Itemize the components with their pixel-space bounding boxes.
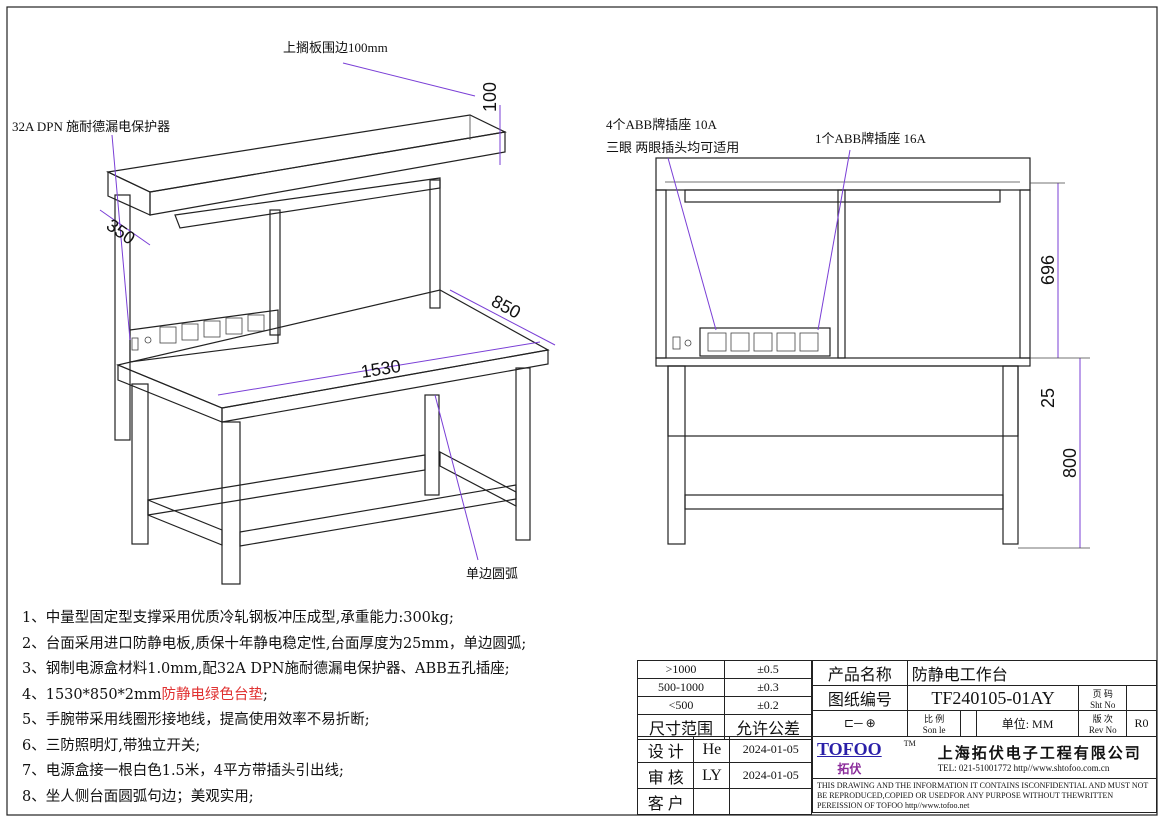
note-suffix: ; bbox=[263, 686, 268, 703]
product-label: 产品名称 bbox=[812, 660, 908, 686]
drawing-no: TF240105-01AY bbox=[906, 685, 1080, 711]
scale-label-en: Son le bbox=[922, 725, 946, 735]
projection-symbol-icon: ⊏─ ⊕ bbox=[812, 710, 908, 737]
upright-right bbox=[429, 179, 441, 309]
name: LY bbox=[693, 762, 731, 789]
dim-rail-height: 100 bbox=[480, 82, 500, 112]
date: 2024-01-05 bbox=[729, 736, 812, 763]
unit: 单位: MM bbox=[975, 710, 1080, 737]
label-breaker: 32A DPN 施耐德漏电保护器 bbox=[12, 119, 170, 134]
date: 2024-01-05 bbox=[729, 762, 812, 789]
dim-shelf-depth: 350 bbox=[103, 215, 139, 249]
logo-cn: 拓伏 bbox=[837, 761, 862, 776]
range: >1000 bbox=[637, 660, 725, 679]
tm-mark: TM bbox=[903, 738, 916, 748]
upright-left bbox=[114, 194, 131, 441]
dim-width: 1530 bbox=[359, 356, 402, 382]
header-range: 尺寸范围 bbox=[637, 714, 725, 740]
product-name: 防静电工作台 bbox=[906, 660, 1158, 686]
rev-label-en: Rev No bbox=[1088, 725, 1117, 735]
note: 3、钢制电源盒材料1.0mm,配32A DPN施耐德漏电保护器、ABB五孔插座; bbox=[22, 661, 510, 677]
label-top-rail: 上搁板围边100mm bbox=[283, 40, 388, 55]
label-outlets-4: 4个ABB牌插座 10A bbox=[606, 117, 717, 132]
tolerance-table: >1000±0.5 500-1000±0.3 <500±0.2 尺寸范围允许公差 bbox=[637, 660, 812, 740]
tolerance: ±0.3 bbox=[724, 678, 812, 697]
date bbox=[729, 788, 812, 815]
leg-back-right bbox=[424, 394, 440, 496]
isometric-view bbox=[99, 62, 556, 585]
sheet-label: 页 码 bbox=[1092, 688, 1113, 699]
label-edge-arc: 单边圆弧 bbox=[466, 566, 518, 581]
upright-mid bbox=[269, 209, 281, 336]
role: 审 核 bbox=[636, 762, 695, 789]
power-box-front bbox=[699, 327, 831, 357]
front-view bbox=[655, 149, 1090, 549]
logo-text: TOFOO bbox=[817, 738, 882, 759]
note: 7、电源盒接一根白色1.5米，4平方带插头引出线; bbox=[22, 763, 344, 779]
note-highlight: 防静电绿色台垫 bbox=[161, 686, 264, 703]
rev: R0 bbox=[1126, 710, 1157, 737]
name bbox=[693, 788, 731, 815]
label-outlet-1: 1个ABB牌插座 16A bbox=[815, 131, 926, 146]
dim-top-thickness: 25 bbox=[1038, 388, 1058, 408]
logo: TOFOO 拓伏 bbox=[817, 739, 882, 777]
note: 4、1530*850*2mm防静电绿色台垫; bbox=[22, 683, 526, 709]
scale-label: 比 例 bbox=[923, 714, 945, 724]
power-box bbox=[129, 309, 279, 363]
leg-front-right bbox=[515, 367, 531, 541]
company-contact: TEL: 021-51001772 http//www.shtofoo.com.… bbox=[937, 763, 1110, 773]
leg-back-left bbox=[131, 383, 149, 545]
role: 设 计 bbox=[636, 736, 695, 763]
company-name: 上海拓伏电子工程有限公司 bbox=[937, 746, 1142, 762]
shelf-side bbox=[107, 171, 151, 216]
note-prefix: 4、1530*850*2mm bbox=[22, 686, 162, 703]
shelf bbox=[655, 157, 1031, 191]
dim-upright-height: 696 bbox=[1038, 255, 1058, 285]
note: 2、台面采用进口防静电板,质保十年静电稳定性,台面厚度为25mm，单边圆弧; bbox=[22, 635, 527, 652]
note: 1、中量型固定型支撑采用优质冷轧钢板冲压成型,承重能力:300kg; bbox=[22, 610, 454, 626]
dim-table-height: 800 bbox=[1060, 448, 1080, 478]
sheet-border bbox=[6, 6, 1158, 816]
range: <500 bbox=[637, 696, 725, 715]
note: 5、手腕带采用线圈形接地线，提高使用效率不易折断; bbox=[22, 712, 370, 728]
notes-list: 1、中量型固定型支撑采用优质冷轧钢板冲压成型,承重能力:300kg; 2、台面采… bbox=[22, 606, 526, 810]
drawing-no-label: 图纸编号 bbox=[812, 685, 908, 711]
label-outlets-4-note: 三眼 两眼插头均可适用 bbox=[606, 140, 739, 155]
confidential-notice: THIS DRAWING AND THE INFORMATION IT CONT… bbox=[812, 778, 1157, 813]
shelf-front bbox=[149, 131, 506, 216]
tolerance: ±0.2 bbox=[724, 696, 812, 715]
role: 客 户 bbox=[636, 788, 695, 815]
dim-depth: 850 bbox=[488, 291, 524, 323]
name: He bbox=[693, 736, 731, 763]
table-top-front bbox=[655, 357, 1031, 367]
range: 500-1000 bbox=[637, 678, 725, 697]
tolerance: ±0.5 bbox=[724, 660, 812, 679]
note: 6、三防照明灯,带独立开关; bbox=[22, 737, 201, 754]
note: 8、坐人侧台面圆弧句边；美观实用; bbox=[22, 788, 254, 805]
sheet-label-en: Sht No bbox=[1090, 699, 1116, 710]
rev-label: 版 次 bbox=[1092, 714, 1113, 724]
